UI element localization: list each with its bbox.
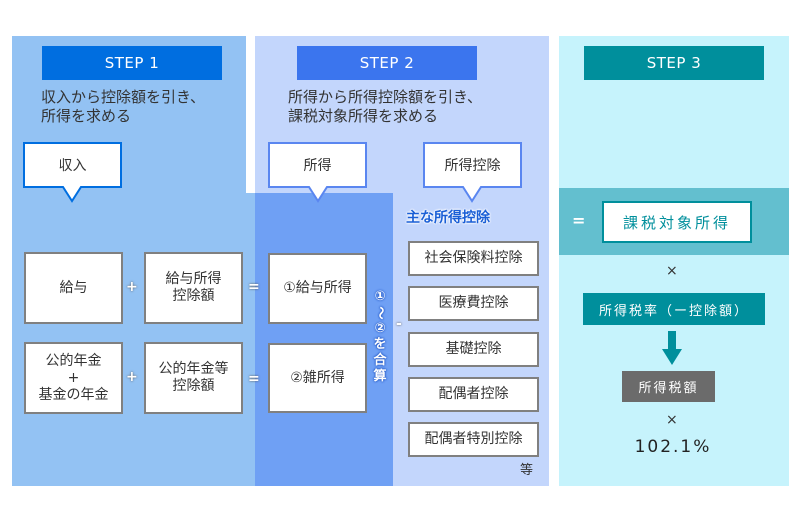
callout-deduction-label: 所得控除 [444, 157, 501, 174]
combine-note-char: 合 [373, 353, 387, 368]
step2-header: STEP 2 [297, 46, 477, 80]
combine-note-char: ① [374, 289, 386, 304]
combine-note: ① ～ ② を 合 算 [372, 289, 388, 385]
times-operator: × [666, 263, 678, 279]
taxable-income-box: 課税対象所得 [602, 201, 752, 243]
step1-description: 収入から控除額を引き、 所得を求める [41, 88, 205, 126]
pension-deduction-line2: 控除額 [172, 378, 215, 394]
step2-income-column [255, 193, 393, 486]
income-salary-label: 給与 [59, 279, 88, 296]
main-deductions-title: 主な所得控除 [406, 210, 490, 226]
callout-income-step2-label: 所得 [303, 157, 332, 174]
step3-header: STEP 3 [584, 46, 764, 80]
deduction-item: 配偶者特別控除 [408, 422, 539, 457]
tax-rate-box: 所得税率（ー控除額） [583, 293, 765, 325]
etc-label: 等 [520, 463, 534, 478]
callout-deduction-shape [423, 142, 522, 203]
salary-deduction-line2: 控除額 [172, 288, 215, 304]
step1-header: STEP 1 [42, 46, 222, 80]
times-operator: × [666, 412, 678, 428]
combine-note-char: 算 [373, 369, 387, 384]
income-pension-box: 公的年金 + 基金の年金 [24, 342, 123, 414]
combine-note-char: を [373, 337, 387, 352]
salary-income-label: ①給与所得 [283, 280, 352, 296]
plus-operator: + [126, 369, 138, 385]
callout-income: 収入 [23, 142, 122, 204]
step2-description-line1: 所得から所得控除額を引き、 [288, 88, 482, 106]
plus-operator: + [126, 279, 138, 295]
step1-description-line2: 所得を求める [41, 107, 132, 125]
callout-income-step2: 所得 [268, 142, 367, 204]
income-salary-box: 給与 [24, 252, 123, 324]
combine-note-char: ② [374, 321, 386, 336]
surtax-rate: 102.1% [634, 437, 712, 457]
misc-income-label: ②雑所得 [290, 369, 345, 386]
step1-description-line1: 収入から控除額を引き、 [41, 88, 205, 106]
salary-deduction-line1: 給与所得 [165, 271, 222, 287]
callout-deduction: 所得控除 [423, 142, 522, 204]
deduction-item: 基礎控除 [408, 332, 539, 367]
deduction-item-label: 医療費控除 [438, 295, 509, 311]
equals-operator: = [572, 211, 586, 230]
down-arrow-icon [662, 331, 682, 365]
deduction-item-label: 配偶者特別控除 [424, 431, 523, 447]
step1-panel-extension [246, 193, 255, 486]
callout-income-step2-shape [268, 142, 367, 203]
income-pension-line1: 公的年金 [45, 352, 102, 369]
salary-deduction-box: 給与所得 控除額 [144, 252, 243, 324]
deduction-item-label: 基礎控除 [445, 341, 502, 357]
deduction-item-label: 配偶者控除 [438, 386, 509, 402]
deduction-item: 社会保険料控除 [408, 241, 539, 276]
income-pension-line2: + [67, 369, 80, 386]
equals-operator: = [248, 279, 260, 295]
pension-deduction-box: 公的年金等 控除額 [144, 342, 243, 414]
callout-income-shape [23, 142, 122, 203]
tax-amount-box: 所得税額 [622, 371, 715, 402]
equals-operator: = [248, 371, 260, 387]
minus-operator: - [396, 316, 402, 332]
deduction-item: 配偶者控除 [408, 377, 539, 412]
income-pension-line3: 基金の年金 [38, 386, 109, 403]
callout-income-label: 収入 [58, 157, 87, 174]
step2-description: 所得から所得控除額を引き、 課税対象所得を求める [288, 88, 482, 126]
deduction-item-label: 社会保険料控除 [424, 250, 523, 266]
misc-income-box: ②雑所得 [268, 343, 367, 413]
step3-panel [559, 36, 789, 486]
salary-income-box: ①給与所得 [268, 253, 367, 324]
pension-deduction-line1: 公的年金等 [158, 361, 229, 377]
deduction-item: 医療費控除 [408, 286, 539, 321]
step2-description-line2: 課税対象所得を求める [288, 107, 439, 125]
combine-note-char: ～ [372, 306, 388, 320]
